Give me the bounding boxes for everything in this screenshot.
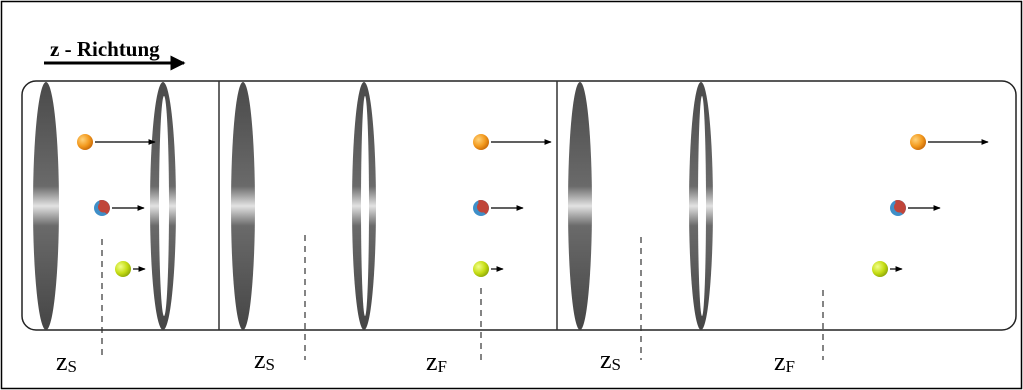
- open-ring: [689, 82, 713, 330]
- solid-ring: [33, 82, 59, 330]
- mixed-particle: [473, 200, 489, 216]
- open-ring: [150, 82, 176, 330]
- z-label: zS: [600, 345, 621, 374]
- solid-ring: [231, 82, 255, 330]
- green-particle: [872, 261, 888, 277]
- z-labels: zS zS zF zS zF: [56, 345, 795, 376]
- particles: [77, 134, 989, 277]
- direction-label: z - Richtung: [50, 37, 160, 61]
- z-label: zS: [56, 347, 77, 376]
- orange-particle: [910, 134, 926, 150]
- z-label: zS: [254, 345, 275, 374]
- orange-particle: [473, 134, 489, 150]
- rings: [33, 82, 713, 330]
- orange-particle: [77, 134, 93, 150]
- z-label: zF: [774, 347, 795, 376]
- green-particle: [473, 261, 489, 277]
- green-particle: [115, 261, 131, 277]
- position-markers: [101, 235, 824, 360]
- mixed-particle: [890, 200, 906, 216]
- solid-ring: [568, 82, 592, 330]
- mixed-particle: [94, 200, 110, 216]
- open-ring: [352, 82, 376, 330]
- z-label: zF: [426, 347, 447, 376]
